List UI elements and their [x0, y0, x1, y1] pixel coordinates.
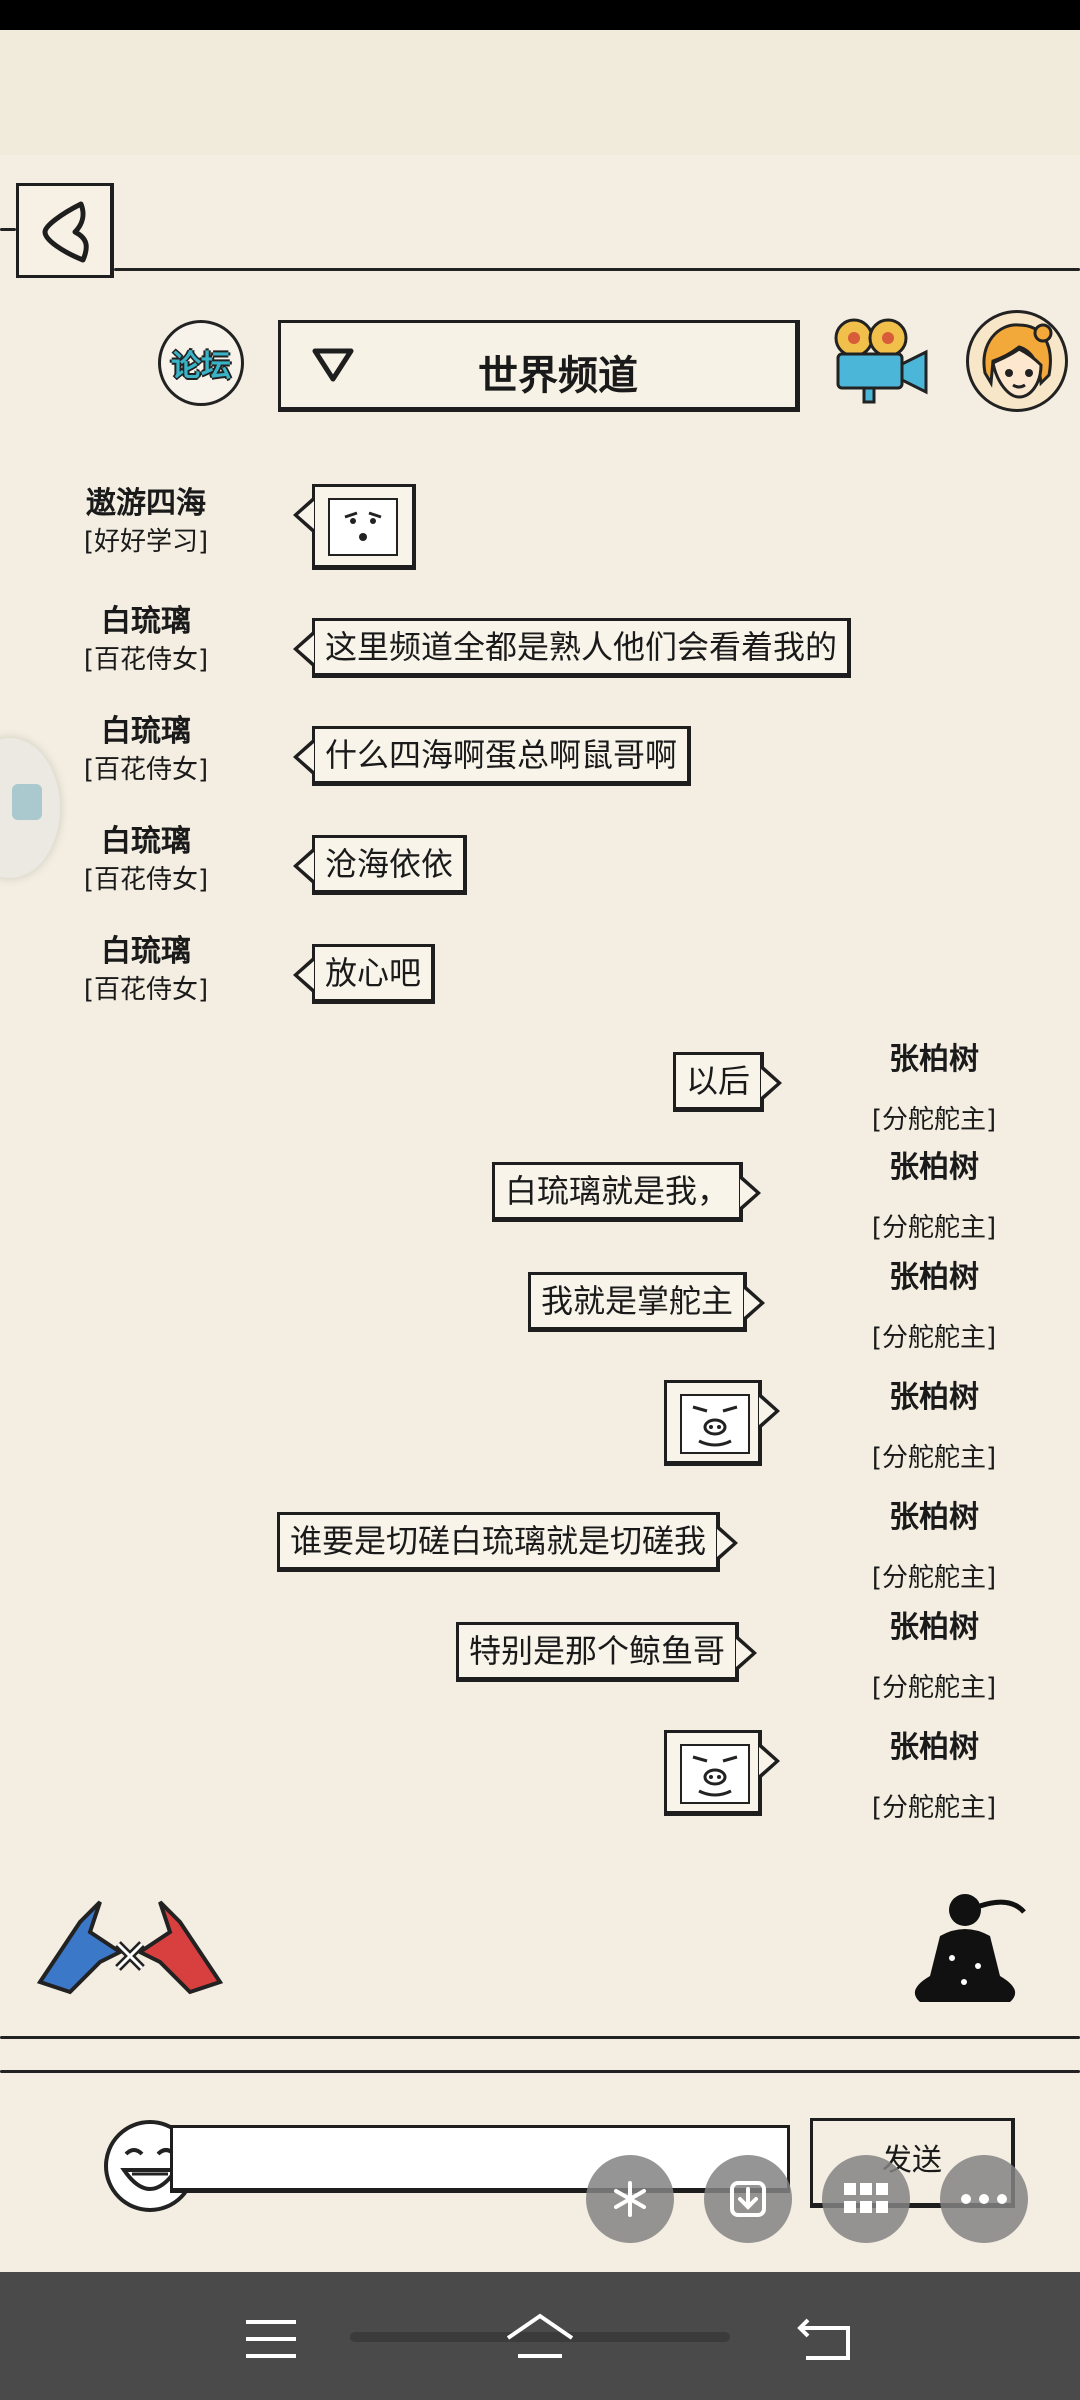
avatar-girl-icon: [982, 323, 1053, 399]
sender-info: 张柏树 [分舵舵主]: [844, 1258, 1024, 1356]
sender-name: 白琉璃: [101, 824, 191, 859]
message-text: 沧海依依: [325, 845, 454, 883]
header-divider: [0, 228, 16, 231]
message-text: 这里频道全都是熟人他们会看着我的: [325, 628, 838, 666]
status-bar: [0, 0, 1080, 30]
home-icon[interactable]: [504, 2312, 576, 2362]
back-icon[interactable]: [796, 2316, 852, 2362]
sender-role: [分舵舵主]: [871, 1793, 997, 1823]
message-text: 我就是掌舵主: [541, 1282, 734, 1320]
sender-role: [分舵舵主]: [871, 1213, 997, 1243]
message-text: 什么四海啊蛋总啊鼠哥啊: [325, 736, 678, 774]
sender-name: 张柏树: [889, 1150, 979, 1185]
sender-info: 张柏树 [分舵舵主]: [844, 1148, 1024, 1246]
sender-role: [分舵舵主]: [871, 1673, 997, 1703]
more-button[interactable]: [940, 2155, 1028, 2243]
sender-name: 张柏树: [889, 1260, 979, 1295]
sender-info: 张柏树 [分舵舵主]: [844, 1728, 1024, 1826]
sender-name: 遨游四海: [86, 486, 206, 521]
sender-name: 白琉璃: [101, 604, 191, 639]
message-text: 谁要是切磋白琉璃就是切磋我: [290, 1522, 707, 1560]
chat-input-field[interactable]: [170, 2125, 790, 2193]
sender-info: 张柏树 [分舵舵主]: [844, 1498, 1024, 1596]
sender-role: [分舵舵主]: [871, 1105, 997, 1135]
menu-icon[interactable]: [244, 2318, 298, 2360]
message-bubble[interactable]: 以后: [673, 1052, 783, 1112]
user-avatar[interactable]: [966, 310, 1068, 412]
pig-face-sticker-icon: [680, 1744, 750, 1804]
pig-face-sticker-icon: [680, 1394, 750, 1454]
sender-name: 张柏树: [889, 1500, 979, 1535]
message-bubble[interactable]: 谁要是切磋白琉璃就是切磋我: [277, 1512, 739, 1572]
footer-divider: [0, 2070, 1080, 2073]
meditation-ninja-icon[interactable]: [900, 1886, 1030, 2016]
message-text: 特别是那个鲸鱼哥: [469, 1632, 726, 1670]
message-bubble[interactable]: 我就是掌舵主: [528, 1272, 766, 1332]
sticker-bubble[interactable]: [664, 1380, 780, 1466]
more-icon: [961, 2194, 1007, 2204]
nav-gesture-indicator: [350, 2332, 730, 2342]
sender-role: [好好学习]: [83, 527, 209, 557]
grid-icon: [844, 2183, 888, 2213]
sender-info: 白琉璃 [百花侍女]: [56, 932, 236, 1008]
sender-info: 张柏树 [分舵舵主]: [844, 1378, 1024, 1476]
sender-name: 白琉璃: [101, 714, 191, 749]
sparkle-icon: [614, 2181, 646, 2217]
dropdown-triangle-icon: [312, 348, 354, 382]
side-float-widget[interactable]: [0, 738, 60, 878]
sender-role: [分舵舵主]: [871, 1323, 997, 1353]
forum-label: 论坛: [171, 349, 231, 384]
forum-button[interactable]: 论坛: [158, 320, 244, 406]
sender-name: 张柏树: [889, 1730, 979, 1765]
message-bubble[interactable]: 放心吧: [293, 944, 436, 1004]
system-nav-bar: [0, 2272, 1080, 2400]
sender-role: [分舵舵主]: [871, 1443, 997, 1473]
top-blank-area: [0, 30, 1080, 155]
message-bubble[interactable]: 沧海依依: [293, 835, 468, 895]
sender-info: 白琉璃 [百花侍女]: [56, 712, 236, 788]
sender-role: [百花侍女]: [83, 975, 209, 1005]
footer-divider: [0, 2036, 1080, 2039]
sticker-bubble[interactable]: [664, 1730, 780, 1816]
sparkle-button[interactable]: [586, 2155, 674, 2243]
sender-info: 遨游四海 [好好学习]: [56, 484, 236, 560]
sender-role: [百花侍女]: [83, 755, 209, 785]
sender-info: 白琉璃 [百花侍女]: [56, 822, 236, 898]
message-text: 放心吧: [325, 954, 422, 992]
message-text: 白琉璃就是我，: [505, 1172, 730, 1210]
sender-name: 张柏树: [889, 1610, 979, 1645]
pvp-battle-icon[interactable]: [30, 1892, 230, 2002]
header-divider: [114, 268, 1080, 271]
channel-selector[interactable]: 世界频道: [278, 320, 800, 412]
sender-name: 张柏树: [889, 1380, 979, 1415]
video-camera-icon[interactable]: [828, 316, 932, 406]
message-bubble[interactable]: 这里频道全都是熟人他们会看着我的: [293, 618, 852, 678]
download-button[interactable]: [704, 2155, 792, 2243]
grid-button[interactable]: [822, 2155, 910, 2243]
sticker-bubble[interactable]: [293, 484, 416, 570]
sender-name: 张柏树: [889, 1042, 979, 1077]
message-text: 以后: [686, 1062, 751, 1100]
channel-title: 世界频道: [478, 353, 638, 399]
download-icon: [730, 2181, 766, 2217]
sender-role: [百花侍女]: [83, 865, 209, 895]
funny-face-sticker-icon: [328, 498, 398, 556]
message-bubble[interactable]: 白琉璃就是我，: [492, 1162, 762, 1222]
sender-name: 白琉璃: [101, 934, 191, 969]
widget-icon: [12, 784, 42, 820]
sender-role: [百花侍女]: [83, 645, 209, 675]
back-button[interactable]: [16, 183, 114, 278]
sender-info: 张柏树 [分舵舵主]: [844, 1040, 1024, 1138]
message-bubble[interactable]: 什么四海啊蛋总啊鼠哥啊: [293, 726, 692, 786]
back-arrow-icon: [42, 201, 89, 263]
sender-info: 白琉璃 [百花侍女]: [56, 602, 236, 678]
sender-info: 张柏树 [分舵舵主]: [844, 1608, 1024, 1706]
sender-role: [分舵舵主]: [871, 1563, 997, 1593]
message-bubble[interactable]: 特别是那个鲸鱼哥: [456, 1622, 758, 1682]
